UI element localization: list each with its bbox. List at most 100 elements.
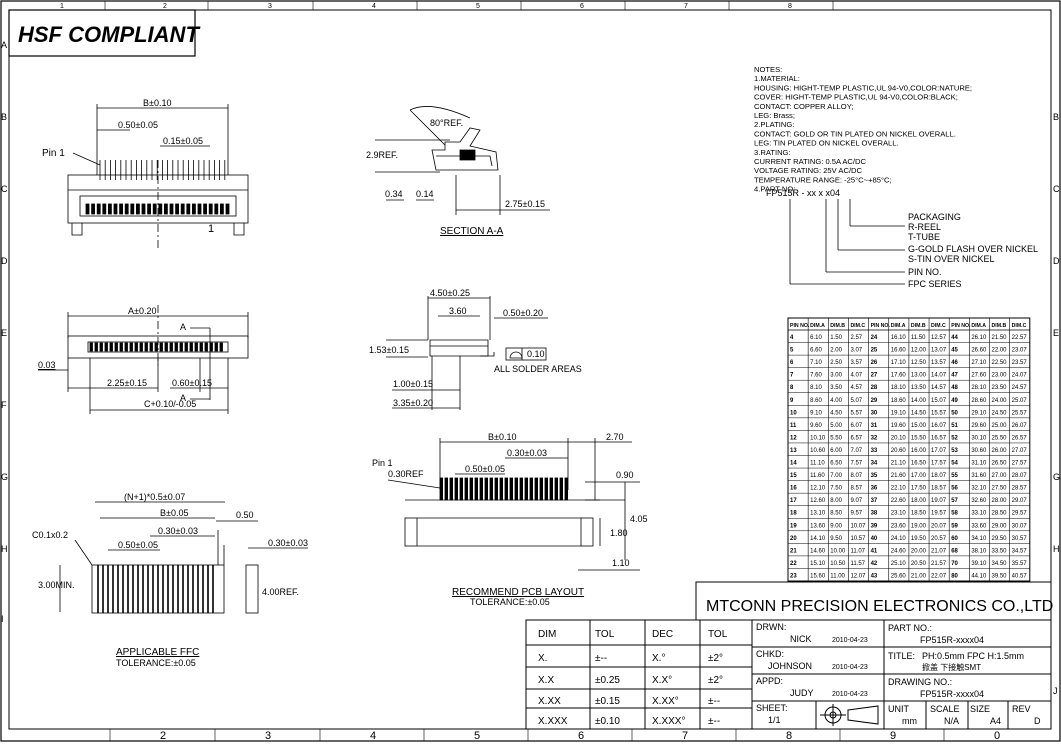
pin-table-cell: 15 <box>790 473 797 479</box>
note-line: CURRENT RATING: 0.5A AC/DC <box>754 157 866 166</box>
title-sub: 掀盖 下接触SMT <box>922 662 981 672</box>
pcb-pad <box>534 477 538 501</box>
grid-left-label: H <box>1 544 8 554</box>
pcb-title: RECOMMEND PCB LAYOUT <box>452 587 584 598</box>
pin-table-header: DIM.B <box>911 323 926 329</box>
pin-table-cell: 22.50 <box>992 360 1008 366</box>
drawing-label: DRAWING NO.: <box>888 677 952 687</box>
part-value: FP515R-xxxx04 <box>920 635 984 645</box>
pin-table-cell: 34.50 <box>992 561 1008 567</box>
top-view-pins-bottom <box>85 203 230 215</box>
pin-table-cell: 11.50 <box>911 335 926 341</box>
top-pin-bottom <box>108 203 112 215</box>
pin-table-cell: 21 <box>790 548 797 554</box>
pin-table-cell: 12 <box>790 435 797 441</box>
pin-table-cell: 13.00 <box>911 373 927 379</box>
top-pin-bottom <box>130 203 135 215</box>
section-d275: 2.75±0.15 <box>505 199 545 209</box>
top-dim-015: 0.15±0.05 <box>163 136 203 146</box>
drawing-value: FP515R-xxxx04 <box>920 689 984 699</box>
pin-table-cell: 23.00 <box>992 373 1008 379</box>
legend-item: R-REEL <box>908 222 941 232</box>
pin-table-cell: 10 <box>790 410 797 416</box>
pin-table-cell: 40.57 <box>1012 573 1028 579</box>
pin-table-cell: 29.57 <box>1012 511 1028 517</box>
pin-table-cell: 17.07 <box>931 448 947 454</box>
pcb-d050: 0.50±0.05 <box>465 464 505 474</box>
grid-bottom-label: 0 <box>994 730 1000 742</box>
pcb-pad <box>504 477 508 501</box>
pin-table-cell: 7.07 <box>850 448 862 454</box>
pcb-pad <box>499 477 503 501</box>
note-line: CONTACT: GOLD OR TIN PLATED ON NICKEL OV… <box>754 129 956 138</box>
pin-table-cell: 23.07 <box>1012 348 1028 354</box>
pin-table-cell: 28.00 <box>992 498 1008 504</box>
pin-table-cell: 5.07 <box>850 398 862 404</box>
note-line: COVER: HIGHT-TEMP PLASTIC,UL 94-V0,COLOR… <box>754 93 958 102</box>
pin-table-cell: 8.07 <box>850 473 862 479</box>
pcb-pad <box>484 477 488 501</box>
pin-table-header: DIM.A <box>971 323 986 329</box>
pin-table-cell: 22 <box>790 561 797 567</box>
pcb-pad <box>519 477 523 501</box>
section-d034: 0.34 <box>385 189 403 199</box>
pin-table-cell: 38.10 <box>971 548 987 554</box>
pin-table-cell: 46 <box>951 360 958 366</box>
tol-cell: X.X <box>538 675 554 686</box>
pin-table-cell: 32 <box>871 435 878 441</box>
pin-table-cell: 11 <box>790 423 797 429</box>
top-pin-bottom <box>180 203 185 215</box>
pin-table-cell: 34.57 <box>1012 548 1028 554</box>
pin-table-cell: 21.50 <box>992 335 1008 341</box>
pin-table-cell: 41 <box>871 548 878 554</box>
pin-table-cell: 21.57 <box>931 561 947 567</box>
pin-table-cell: 53 <box>951 448 958 454</box>
pin-table-cell: 28.10 <box>971 385 987 391</box>
pin-table-cell: 4 <box>790 335 794 341</box>
pin-table-cell: 14.57 <box>931 385 947 391</box>
ffc-dim-b: B±0.05 <box>160 508 188 518</box>
pin-table-cell: 47 <box>951 373 958 379</box>
pin-table-cell: 38 <box>871 511 878 517</box>
front-pin <box>164 342 168 352</box>
appd-name: JUDY <box>790 688 814 698</box>
pin-table-cell: 30.07 <box>1012 523 1028 529</box>
tol-header: TOL <box>708 629 728 640</box>
grid-left-label: G <box>1 472 8 482</box>
pin-table-cell: 4.00 <box>830 398 842 404</box>
top-pin-bottom <box>208 203 213 215</box>
top-pin-bottom <box>96 203 101 215</box>
pin-table-cell: 8.57 <box>850 486 862 492</box>
pin-table-cell: 8.00 <box>830 498 842 504</box>
pcb-pad <box>464 477 468 501</box>
pcb-pad <box>479 477 483 501</box>
top-pitch: 0.50±0.05 <box>118 120 158 130</box>
pin-table-cell: 26 <box>871 360 878 366</box>
grid-left-label: I <box>1 614 4 624</box>
pin-table-cell: 9.10 <box>810 410 822 416</box>
section-height: 2.9REF. <box>366 150 398 160</box>
pin-table-cell: 19.07 <box>931 498 947 504</box>
pin-table-header: DIM.C <box>850 323 865 329</box>
tol-cell: ±0.15 <box>595 696 620 707</box>
pin-table-cell: 3.00 <box>830 373 842 379</box>
pin-table-cell: 27.60 <box>971 373 987 379</box>
pin-table-cell: 29.07 <box>1012 498 1028 504</box>
pin-table-cell: 26.57 <box>1012 435 1028 441</box>
legend-item: PACKAGING <box>908 212 961 222</box>
pin-table-cell: 3.07 <box>850 348 862 354</box>
grid-right-label: J <box>1053 686 1058 696</box>
tol-cell: X.XXX <box>538 716 568 727</box>
pin-table-cell: 59 <box>951 523 958 529</box>
front-view-pins <box>89 342 223 352</box>
top-pin-bottom <box>219 203 224 215</box>
pin-table-cell: 25.57 <box>1012 410 1028 416</box>
pin-table-cell: 10.10 <box>810 435 826 441</box>
side-d153: 1.53±0.15 <box>369 345 409 355</box>
ffc-pitch: 0.50±0.05 <box>118 540 158 550</box>
pin-table-cell: 28.57 <box>1012 486 1028 492</box>
pin-table-cell: 7.50 <box>830 486 842 492</box>
ffc-title: APPLICABLE FFC <box>116 647 199 658</box>
front-pin <box>99 342 103 352</box>
